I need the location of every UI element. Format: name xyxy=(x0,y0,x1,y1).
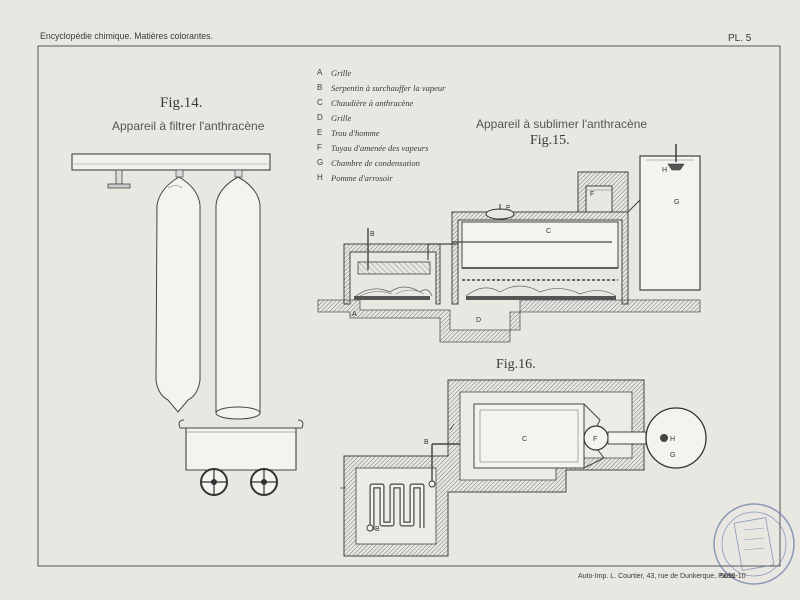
fig15-label-f: F xyxy=(590,191,594,198)
library-stamp xyxy=(713,503,795,585)
legend-text: Grille xyxy=(331,68,352,78)
legend-text: Chaudière à anthracène xyxy=(331,98,414,108)
legend-text: Pomme d'arrosoir xyxy=(331,173,393,183)
fig16-label-b-top: B xyxy=(424,439,429,446)
fig15-condensation-chamber xyxy=(639,155,701,291)
legend-letter: D xyxy=(317,113,323,122)
fig15-label-g: G xyxy=(674,199,679,206)
legend-letter: C xyxy=(317,98,323,107)
fig15-superheater-coil xyxy=(357,261,431,275)
legend-letter: E xyxy=(317,128,323,137)
fig14-title: Fig.14. xyxy=(160,95,203,111)
legend-letter: H xyxy=(317,173,323,182)
legend-letter: A xyxy=(317,68,323,77)
legend-item: F Tuyau d'amenée des vapeurs xyxy=(317,143,445,158)
legend-item: A Grille xyxy=(317,68,445,83)
fig15-drawing: A B C D E F G H xyxy=(317,144,701,343)
plate-number: PL. 5 xyxy=(728,33,752,44)
legend-item: C Chaudière à anthracène xyxy=(317,98,445,113)
fig14-filter-bag-left xyxy=(155,176,201,413)
fig14-cart-wheel-right xyxy=(250,468,278,496)
legend-text: Chambre de condensation xyxy=(331,158,420,168)
fig14-cart xyxy=(185,427,297,471)
plate-frame xyxy=(37,45,781,567)
fig16-drawing: B B C F H G xyxy=(340,379,707,557)
printer-credit: Auto-Imp. L. Courtier, 43, rue de Dunker… xyxy=(578,573,736,580)
fig16-label-g: G xyxy=(670,452,675,459)
fig15-label-c: C xyxy=(546,228,551,235)
plate-header-left: Encyclopédie chimique. Matières colorant… xyxy=(40,31,213,42)
fig15-boiler-wall xyxy=(451,211,629,305)
fig16-condensation-chamber xyxy=(645,407,707,469)
legend-text: Tuyau d'amenée des vapeurs xyxy=(331,143,429,153)
fig15-title: Fig.15. xyxy=(530,133,570,148)
fig15-label-e: E xyxy=(506,205,511,212)
fig15-label-d: D xyxy=(476,317,481,324)
legend: A Grille B Serpentin à surchauffer la vape… xyxy=(317,68,445,188)
legend-text: Trou d'homme xyxy=(331,128,380,138)
fig15-label-a: A xyxy=(352,311,357,318)
fig15-superheater-wall xyxy=(343,243,441,305)
legend-text: Grille xyxy=(331,113,352,123)
legend-item: G Chambre de condensation xyxy=(317,158,445,173)
fig15-ground xyxy=(317,299,701,343)
fig15-vapour-pipe xyxy=(577,171,629,213)
plate-print-number: 5099-10 xyxy=(720,573,746,580)
legend-item: E Trou d'homme xyxy=(317,128,445,143)
fig16-label-c: C xyxy=(522,436,527,443)
legend-letter: F xyxy=(317,143,322,152)
fig15-label-h: H xyxy=(662,167,667,174)
fig16-label-f: F xyxy=(593,436,597,443)
fig15-caption: Appareil à sublimer l'anthracène xyxy=(476,117,648,131)
legend-text: Serpentin à surchauffer la vapeur xyxy=(331,83,446,93)
fig16-label-b-bottom: B xyxy=(375,526,380,533)
fig14-caption: Appareil à filtrer l'anthracène xyxy=(112,119,265,133)
fig14-cart-wheel-left xyxy=(200,468,228,496)
fig14-pipe xyxy=(71,153,271,171)
fig14-drawing xyxy=(71,153,304,496)
fig15-boiler xyxy=(461,221,619,269)
legend-item: D Grille xyxy=(317,113,445,128)
legend-letter: G xyxy=(317,158,324,167)
fig16-label-h: H xyxy=(670,436,675,443)
fig16-boiler xyxy=(473,403,585,469)
fig14-filter-bag-right xyxy=(215,176,261,414)
legend-letter: B xyxy=(317,83,323,92)
fig15-sprinkler xyxy=(667,163,685,171)
fig16-title: Fig.16. xyxy=(496,357,536,372)
legend-item: B Serpentin à surchauffer la vapeur xyxy=(317,83,445,98)
fig15-label-b: B xyxy=(370,231,375,238)
legend-item: H Pomme d'arrosoir xyxy=(317,173,445,188)
